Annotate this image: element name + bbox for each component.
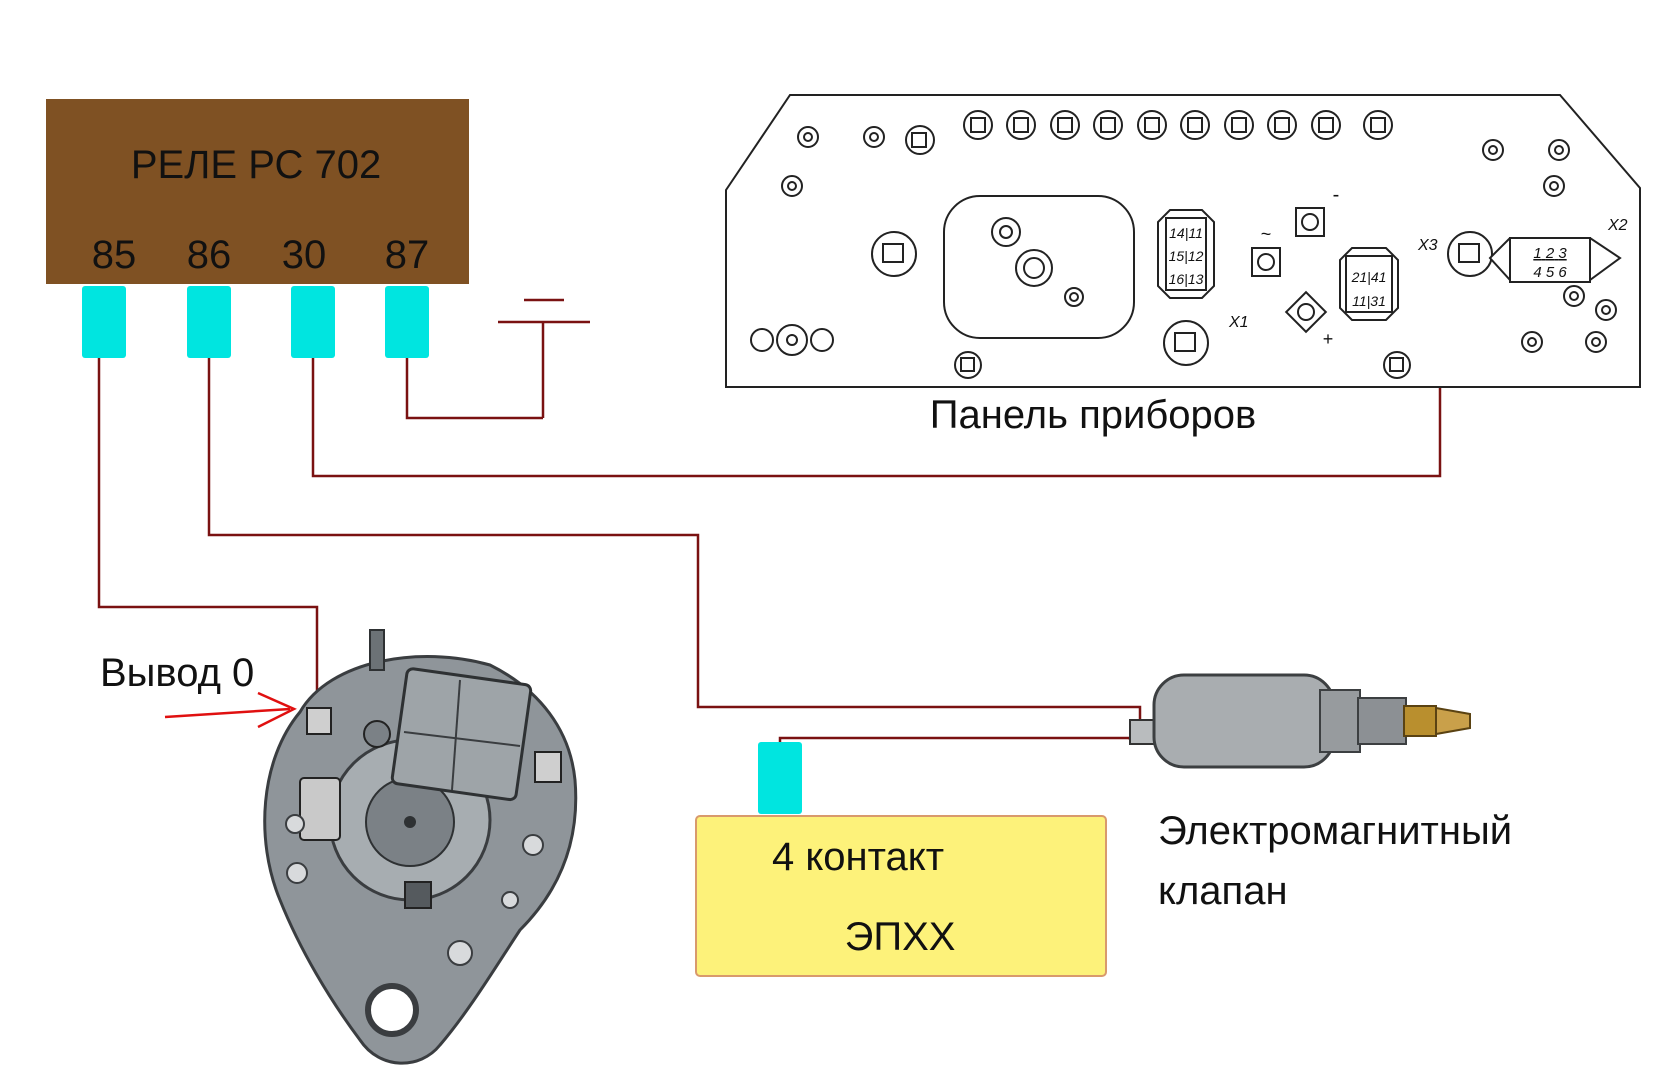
svg-text:1 2 3: 1 2 3 — [1533, 245, 1567, 262]
instrument-panel: 14|11 15|12 16|13 X1 ~ - + 21|41 11| — [725, 94, 1641, 437]
connector-x3-label: X3 — [1417, 237, 1438, 254]
solenoid-label-line1: Электромагнитный — [1158, 809, 1512, 853]
plus-symbol: + — [1323, 329, 1334, 349]
panel-ac-terminal: ~ — [1251, 224, 1281, 277]
panel-minus-terminal: - — [1295, 184, 1340, 237]
epxx-name-label: ЭПХХ — [845, 915, 956, 959]
svg-text:16|13: 16|13 — [1169, 271, 1204, 287]
solenoid-needle — [1403, 705, 1437, 737]
panel-lamp-sockets — [871, 125, 1493, 379]
ground-symbol — [498, 298, 590, 418]
output-0-arrow — [164, 707, 291, 719]
panel-screws — [750, 126, 1617, 356]
panel-connector-x3: 21|41 11|31 X3 — [1339, 237, 1438, 321]
relay-terminal-86 — [187, 286, 231, 358]
panel-connector-x2: 1 2 3 4 5 6 X2 — [1488, 217, 1628, 283]
epxx-terminal — [758, 742, 802, 814]
alternator-side-terminal — [534, 751, 562, 783]
svg-text:4 5 6: 4 5 6 — [1533, 264, 1567, 281]
output-0-arrowhead — [257, 691, 297, 729]
relay-pin-85-label: 85 — [92, 233, 137, 277]
solenoid-thread — [1357, 697, 1407, 745]
solenoid-valve: Электромагнитный клапан — [1129, 673, 1512, 913]
relay-pin-87-label: 87 — [385, 233, 430, 277]
relay-pin-86-label: 86 — [187, 233, 232, 277]
wire-87-ground — [405, 358, 543, 420]
relay-terminal-87 — [385, 286, 429, 358]
alternator-stud — [369, 629, 385, 671]
svg-text:11|31: 11|31 — [1352, 293, 1386, 309]
epxx-box — [695, 815, 1107, 977]
relay-body — [46, 99, 469, 284]
alternator-mount-hole — [365, 983, 419, 1037]
solenoid-label-line2: клапан — [1158, 869, 1288, 913]
panel-label: Панель приборов — [930, 393, 1256, 437]
svg-text:21|41: 21|41 — [1351, 269, 1387, 285]
panel-plus-terminal: + — [1284, 290, 1334, 349]
minus-symbol: - — [1333, 184, 1340, 206]
svg-text:15|12: 15|12 — [1169, 248, 1204, 264]
epxx-block: 4 контакт ЭПХХ — [695, 742, 1107, 977]
ac-symbol: ~ — [1261, 224, 1272, 244]
output-0-label: Вывод 0 — [100, 651, 254, 695]
panel-gauge-window — [943, 195, 1135, 339]
epxx-contact-label: 4 контакт — [772, 835, 944, 879]
solenoid-body — [1152, 673, 1336, 769]
alternator-output-bolt — [363, 720, 391, 748]
relay-rs702: РЕЛЕ РС 702 85 86 30 87 — [46, 99, 469, 358]
alternator-terminal-bolt — [404, 881, 432, 909]
connector-x2-label: X2 — [1607, 217, 1628, 234]
solenoid-nut — [1319, 689, 1361, 753]
voltage-regulator — [390, 667, 533, 802]
svg-text:14|11: 14|11 — [1169, 225, 1203, 241]
alternator-output-0-terminal — [306, 707, 332, 735]
relay-pin-30-label: 30 — [282, 233, 327, 277]
wire-85-alternator — [97, 358, 319, 718]
alternator-brush-holder — [299, 777, 341, 841]
relay-title: РЕЛЕ РС 702 — [131, 143, 381, 187]
panel-top-terminals — [963, 110, 1393, 140]
connector-x1-label: X1 — [1228, 314, 1249, 331]
alternator — [263, 629, 578, 1065]
relay-terminal-85 — [82, 286, 126, 358]
output-0-pointer: Вывод 0 — [100, 651, 297, 729]
wire-86-solenoid — [207, 358, 1142, 722]
relay-terminal-30 — [291, 286, 335, 358]
panel-connector-x1: 14|11 15|12 16|13 X1 — [1157, 209, 1249, 331]
wire-epxx-solenoid — [778, 736, 1132, 742]
